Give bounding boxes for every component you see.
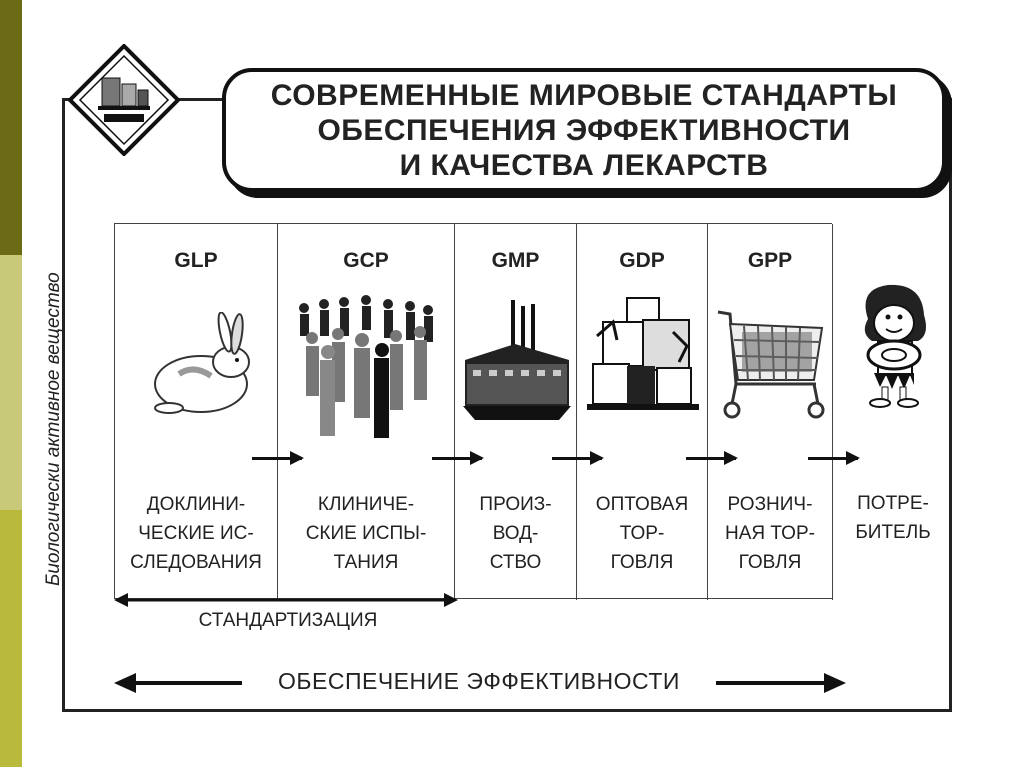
desc-line: ГОВЛЯ bbox=[738, 552, 802, 573]
stage-gdp: GDP ОПТОВАЯ ТОР- ГОВЛЯ bbox=[577, 224, 708, 600]
standardization-arrow bbox=[114, 593, 458, 607]
title-line-3: И КАЧЕСТВА ЛЕКАРСТВ bbox=[399, 148, 769, 182]
stage-code: GMP bbox=[491, 249, 540, 272]
stage-code: GCP bbox=[343, 249, 389, 272]
desc-line: ТАНИЯ bbox=[333, 552, 399, 573]
desc-line: ДОКЛИНИ- bbox=[146, 494, 246, 515]
caveman-icon bbox=[864, 284, 926, 408]
stages-table: GLP ДОКЛИНИ- ЧЕСКИЕ ИС- СЛЕДОВАНИЯ GCP bbox=[114, 223, 833, 600]
stage-gpp: GPP РОЗНИЧ- НАЯ ТОР- ГОВЛЯ bbox=[708, 224, 833, 600]
desc-line: СТВО bbox=[489, 552, 542, 573]
stage-glp: GLP ДОКЛИНИ- ЧЕСКИЕ ИС- СЛЕДОВАНИЯ bbox=[115, 224, 278, 600]
stage-code: GDP bbox=[619, 249, 665, 272]
logo-diamond-icon bbox=[68, 44, 180, 156]
shopping-cart-icon bbox=[717, 310, 825, 419]
desc-line: ЧЕСКИЕ ИС- bbox=[138, 523, 254, 544]
title-line-2: ОБЕСПЕЧЕНИЯ ЭФФЕКТИВНОСТИ bbox=[317, 113, 851, 147]
desc-line: СКИЕ ИСПЫ- bbox=[305, 523, 427, 544]
stage-consumer: ПОТРЕ- БИТЕЛЬ bbox=[836, 223, 956, 599]
desc-line: ТОР- bbox=[619, 523, 665, 544]
flow-arrow-2 bbox=[432, 451, 484, 465]
stage-desc: РОЗНИЧ- НАЯ ТОР- ГОВЛЯ bbox=[708, 490, 832, 577]
efficiency-label: ОБЕСПЕЧЕНИЕ ЭФФЕКТИВНОСТИ bbox=[242, 668, 716, 695]
desc-line: ОПТОВАЯ bbox=[595, 494, 689, 515]
stage-desc: ОПТОВАЯ ТОР- ГОВЛЯ bbox=[577, 490, 707, 577]
standardization-label: СТАНДАРТИЗАЦИЯ bbox=[198, 610, 378, 631]
side-bar-segment-mid bbox=[0, 510, 22, 767]
desc-line: РОЗНИЧ- bbox=[727, 494, 813, 515]
flow-arrow-5 bbox=[808, 451, 860, 465]
desc-line: СЛЕДОВАНИЯ bbox=[130, 552, 262, 573]
stage-gcp: GCP КЛИНИЧЕ- СКИЕ ИСПЫ- bbox=[278, 224, 455, 600]
vertical-label: Биологически активное вещество bbox=[43, 272, 64, 586]
title-line-1: СОВРЕМЕННЫЕ МИРОВЫЕ СТАНДАРТЫ bbox=[270, 78, 898, 112]
crowd-icon bbox=[299, 295, 433, 438]
flow-arrow-1 bbox=[252, 451, 304, 465]
warehouse-icon bbox=[587, 297, 699, 410]
desc-line: КЛИНИЧЕ- bbox=[317, 494, 415, 515]
efficiency-arrow-row: ОБЕСПЕЧЕНИЕ ЭФФЕКТИВНОСТИ bbox=[112, 664, 848, 702]
side-bar-segment-light bbox=[0, 255, 22, 510]
desc-line: ГОВЛЯ bbox=[610, 552, 674, 573]
title-box: СОВРЕМЕННЫЕ МИРОВЫЕ СТАНДАРТЫ ОБЕСПЕЧЕНИ… bbox=[222, 68, 946, 192]
factory-icon bbox=[463, 300, 571, 420]
stage-desc: КЛИНИЧЕ- СКИЕ ИСПЫ- ТАНИЯ bbox=[278, 490, 454, 577]
stage-desc: ДОКЛИНИ- ЧЕСКИЕ ИС- СЛЕДОВАНИЯ bbox=[115, 490, 277, 577]
stage-code: GPP bbox=[747, 249, 793, 272]
desc-line: ПОТРЕ- bbox=[857, 493, 929, 514]
flow-arrow-4 bbox=[686, 451, 738, 465]
desc-line: ПРОИЗ- bbox=[479, 494, 552, 515]
desc-line: БИТЕЛЬ bbox=[855, 522, 931, 543]
desc-line: НАЯ ТОР- bbox=[725, 523, 815, 544]
slide-side-bar bbox=[0, 0, 22, 767]
rabbit-icon bbox=[154, 312, 250, 414]
stage-code: GLP bbox=[174, 249, 218, 272]
desc-line: ВОД- bbox=[492, 523, 539, 544]
side-bar-segment-dark bbox=[0, 0, 22, 255]
stage-gmp: GMP ПРОИЗ- ВОД- СТВО bbox=[455, 224, 577, 600]
stage-desc: ПРОИЗ- ВОД- СТВО bbox=[455, 490, 576, 577]
consumer-desc: ПОТРЕ- БИТЕЛЬ bbox=[830, 489, 956, 547]
flow-arrow-3 bbox=[552, 451, 604, 465]
